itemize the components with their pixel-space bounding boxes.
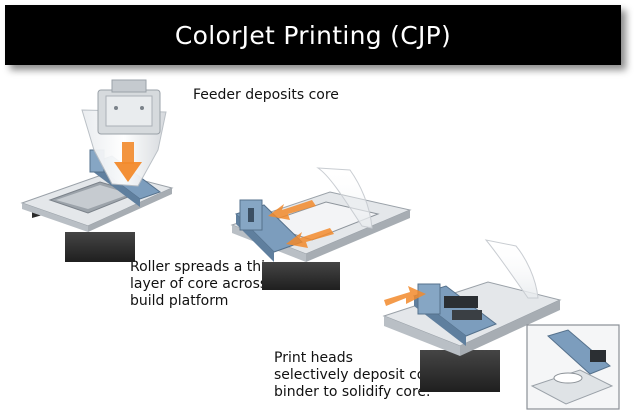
roller-hopper-veil [316,167,373,229]
roller-machine [230,167,412,290]
feeder-down-arrow [114,142,142,182]
title-banner: ColorJet Printing (CJP) [5,5,621,65]
step3-line2: selectively deposit color [274,367,444,383]
print-hopper-veil [484,239,539,299]
print-machine [382,239,620,410]
roller-carriage [235,199,303,262]
feeder-hopper [81,79,167,187]
step2-line1: Roller spreads a thin [130,259,274,275]
print-base [420,350,500,392]
feeder-platform [20,171,174,232]
step3-line3: binder to solidify core. [274,384,431,400]
step1-line1: Feeder deposits core [193,87,339,103]
step2-line3: build platform [130,293,229,309]
print-right-arrow [384,286,426,306]
feeder-machine [20,79,174,262]
print-head-carriage [412,283,498,346]
print-inset-detail [526,324,620,410]
step2-caption: Roller spreads a thin layer of core acro… [130,259,274,310]
step1-caption: Feeder deposits core [193,87,339,104]
step3-line1: Print heads [274,350,353,366]
roller-base [262,262,340,290]
roller-left-arrows [268,200,334,248]
diagram-title: ColorJet Printing (CJP) [174,20,452,50]
step3-caption: Print heads selectively deposit color bi… [274,350,444,401]
step2-line2: layer of core across [130,276,268,292]
